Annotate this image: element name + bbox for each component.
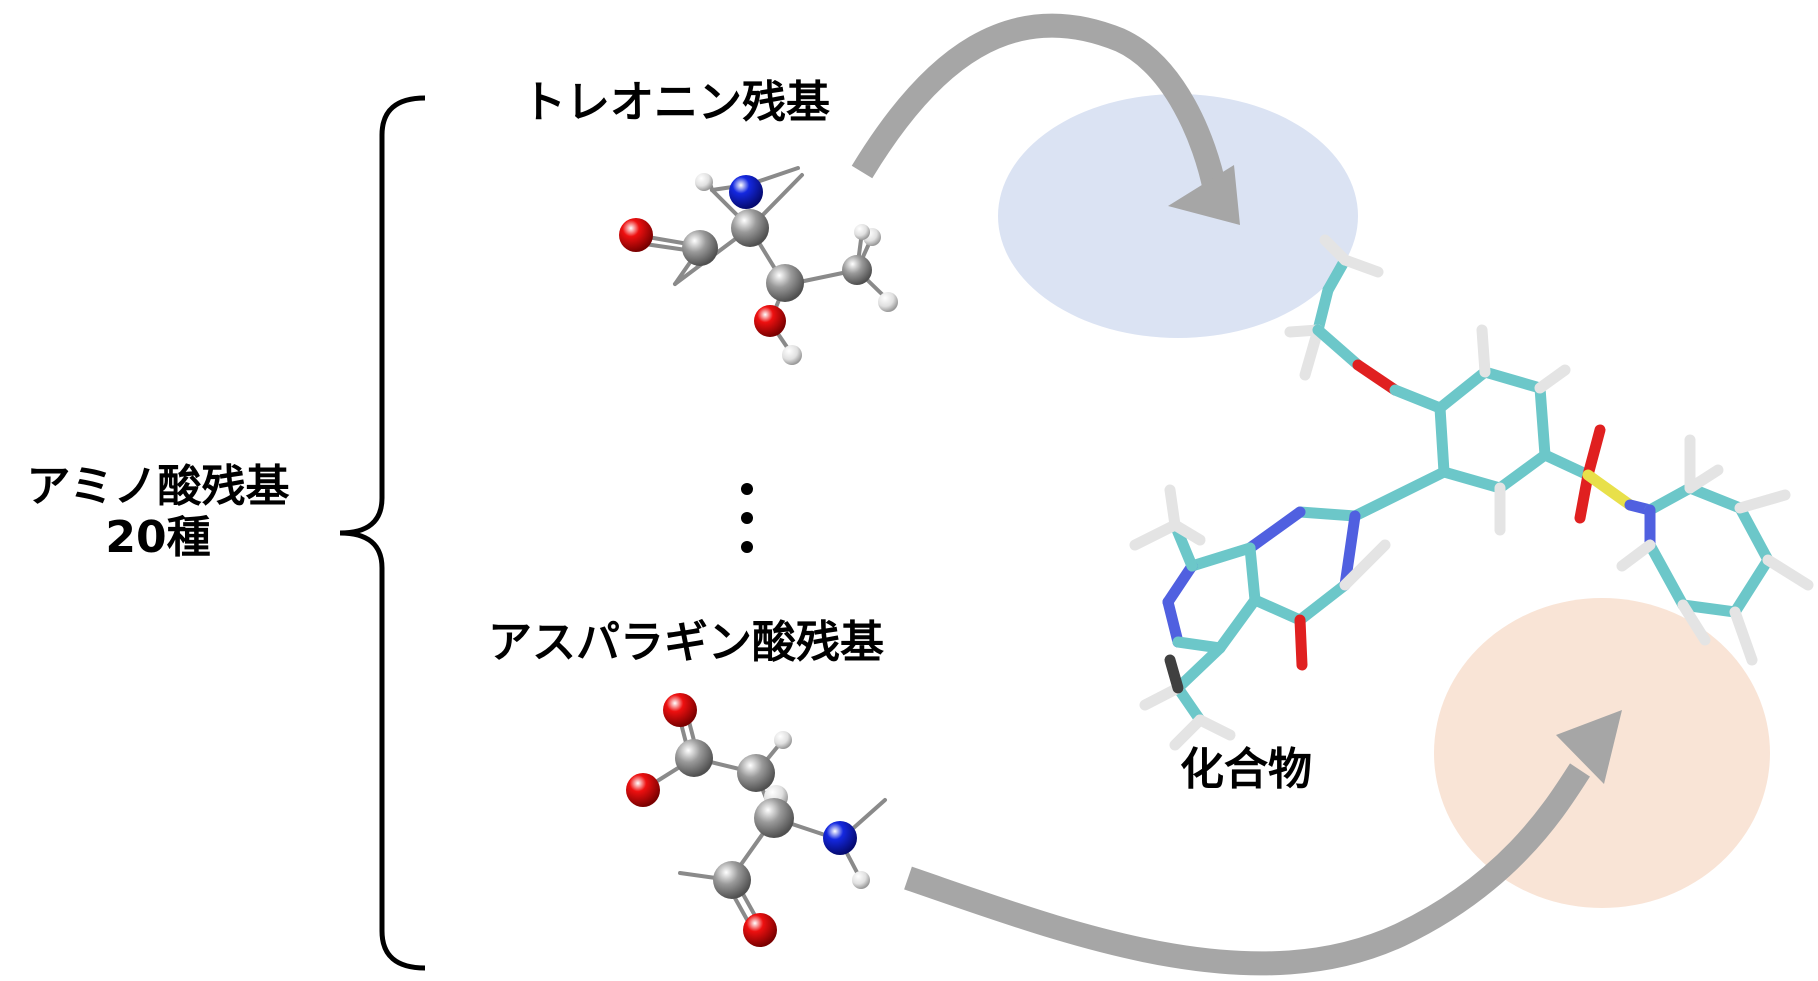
amino-acid-group-label: アミノ酸残基 20種 (8, 461, 308, 563)
aspartate-molecule (626, 693, 887, 947)
amino-acid-group-title: アミノ酸残基 (26, 461, 290, 512)
threonine-molecule (619, 166, 898, 365)
aspartate-label: アスパラギン酸残基 (488, 617, 884, 668)
ellipsis-dots (741, 483, 753, 553)
compound-label: 化合物 (1180, 744, 1312, 795)
arrow-threonine-to-compound (851, 13, 1240, 225)
threonine-label: トレオニン残基 (522, 77, 830, 128)
amino-acid-count: 20種 (105, 511, 211, 563)
arrow-aspartate-to-compound (904, 710, 1622, 976)
compound-molecule (1129, 234, 1814, 751)
blue-binding-region (998, 94, 1358, 338)
curly-brace (339, 95, 426, 971)
